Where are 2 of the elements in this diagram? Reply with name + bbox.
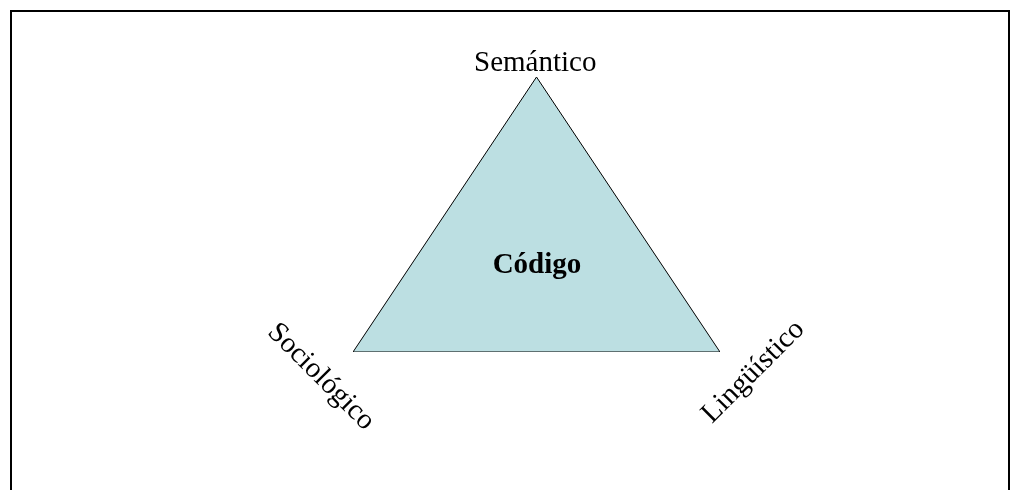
vertex-label: Semántico [474, 44, 597, 78]
node-label: Código [492, 246, 582, 280]
